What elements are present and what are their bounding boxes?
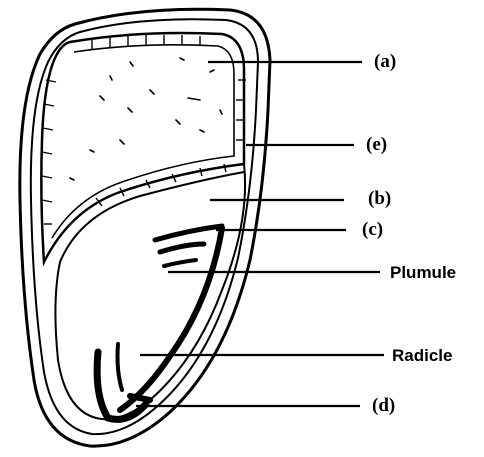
label-radicle: Radicle [392,346,453,365]
label-b: (b) [368,188,392,209]
scutellum-outline [54,163,247,421]
endosperm-speckles [69,57,223,181]
label-d: (d) [372,395,396,416]
leader-lines [136,60,384,408]
radicle-shape [93,342,153,423]
label-c: (c) [362,219,384,240]
plumule-shape [117,223,225,413]
label-a: (a) [374,51,397,72]
endosperm-outline [40,31,246,267]
seed-coat-outer [18,7,272,448]
aleurone-inner [51,44,235,239]
seed-coat-inner [29,18,260,436]
aleurone-hatching [41,35,246,225]
label-plumule: Plumule [390,263,457,282]
label-e: (e) [366,134,388,155]
